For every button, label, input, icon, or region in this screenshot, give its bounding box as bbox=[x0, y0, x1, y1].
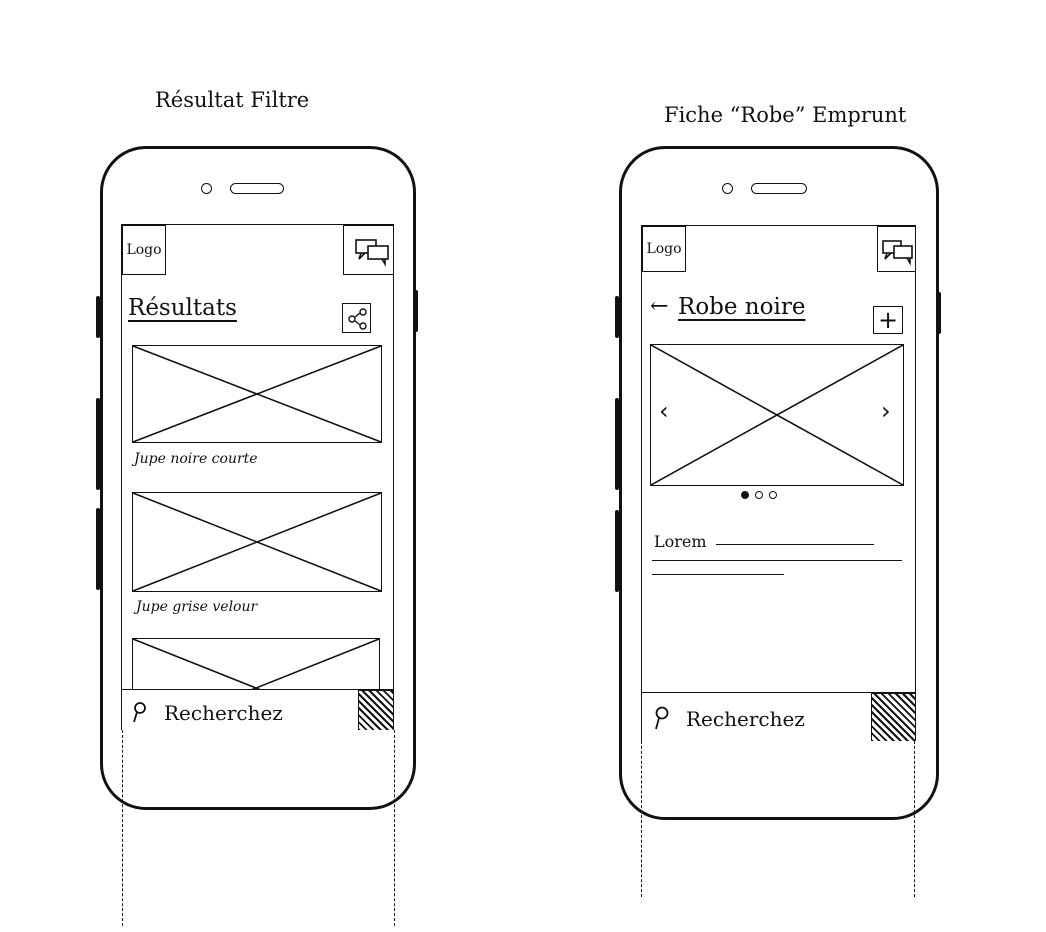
page-title: Robe noire bbox=[678, 294, 806, 320]
carousel-dot[interactable] bbox=[741, 491, 749, 499]
image-placeholder-icon bbox=[651, 345, 903, 485]
scroll-extent-guide bbox=[122, 730, 123, 926]
speaker bbox=[230, 183, 284, 194]
text-line bbox=[652, 574, 784, 575]
logo[interactable]: Logo bbox=[122, 225, 166, 275]
filter-icon[interactable] bbox=[358, 690, 393, 730]
scroll-extent-guide bbox=[394, 730, 395, 926]
result-item-label[interactable]: Jupe grise velour bbox=[136, 599, 258, 615]
side-button bbox=[96, 296, 100, 338]
side-button bbox=[414, 290, 418, 332]
chat-icon bbox=[355, 239, 389, 267]
side-button bbox=[615, 510, 619, 592]
side-button bbox=[96, 398, 100, 490]
add-button[interactable]: + bbox=[873, 306, 903, 334]
logo-label: Logo bbox=[646, 241, 682, 257]
plus-icon: + bbox=[877, 306, 899, 334]
side-button bbox=[937, 292, 941, 334]
image-placeholder-icon bbox=[133, 346, 381, 442]
text-line bbox=[652, 560, 902, 561]
carousel-dot[interactable] bbox=[755, 491, 763, 499]
scroll-extent-guide bbox=[641, 741, 642, 897]
image-placeholder-icon bbox=[133, 493, 381, 591]
carousel-dot[interactable] bbox=[769, 491, 777, 499]
side-button bbox=[615, 296, 619, 338]
search-placeholder: Recherchez bbox=[686, 707, 805, 731]
logo-label: Logo bbox=[126, 242, 162, 258]
chat-button[interactable] bbox=[877, 226, 915, 272]
carousel-prev-icon[interactable]: ‹ bbox=[659, 397, 669, 425]
back-button[interactable]: ← bbox=[650, 294, 669, 319]
share-button[interactable] bbox=[342, 303, 371, 333]
result-image[interactable] bbox=[132, 492, 382, 592]
search-bar[interactable]: Recherchez bbox=[642, 692, 915, 741]
search-icon bbox=[655, 706, 669, 730]
search-bar[interactable]: Recherchez bbox=[122, 689, 393, 730]
side-button bbox=[615, 398, 619, 490]
carousel-image[interactable]: ‹ › bbox=[650, 344, 904, 486]
caption-result-filter: Résultat Filtre bbox=[155, 88, 310, 112]
front-camera bbox=[201, 183, 212, 194]
result-item-label[interactable]: Jupe noire courte bbox=[134, 451, 258, 467]
search-icon bbox=[133, 702, 146, 723]
search-placeholder: Recherchez bbox=[164, 701, 283, 725]
share-icon bbox=[348, 308, 367, 330]
description-text: Lorem bbox=[654, 532, 707, 551]
screen-left: Logo Résultats Jupe noire courte Jupe gr bbox=[121, 224, 394, 730]
side-button bbox=[96, 508, 100, 590]
carousel-next-icon[interactable]: › bbox=[881, 397, 891, 425]
chat-icon bbox=[882, 240, 913, 266]
result-image[interactable] bbox=[132, 345, 382, 443]
screen-right: Logo ← Robe noire + ‹ › Lorem Recherchez bbox=[641, 225, 916, 741]
caption-dress-loan: Fiche “Robe” Emprunt bbox=[664, 103, 907, 127]
page-title: Résultats bbox=[128, 295, 237, 321]
chat-button[interactable] bbox=[343, 225, 393, 275]
filter-icon[interactable] bbox=[871, 693, 915, 741]
speaker bbox=[751, 183, 807, 194]
scroll-extent-guide bbox=[914, 741, 915, 897]
logo[interactable]: Logo bbox=[642, 226, 686, 272]
text-line bbox=[716, 544, 874, 545]
front-camera bbox=[722, 183, 733, 194]
